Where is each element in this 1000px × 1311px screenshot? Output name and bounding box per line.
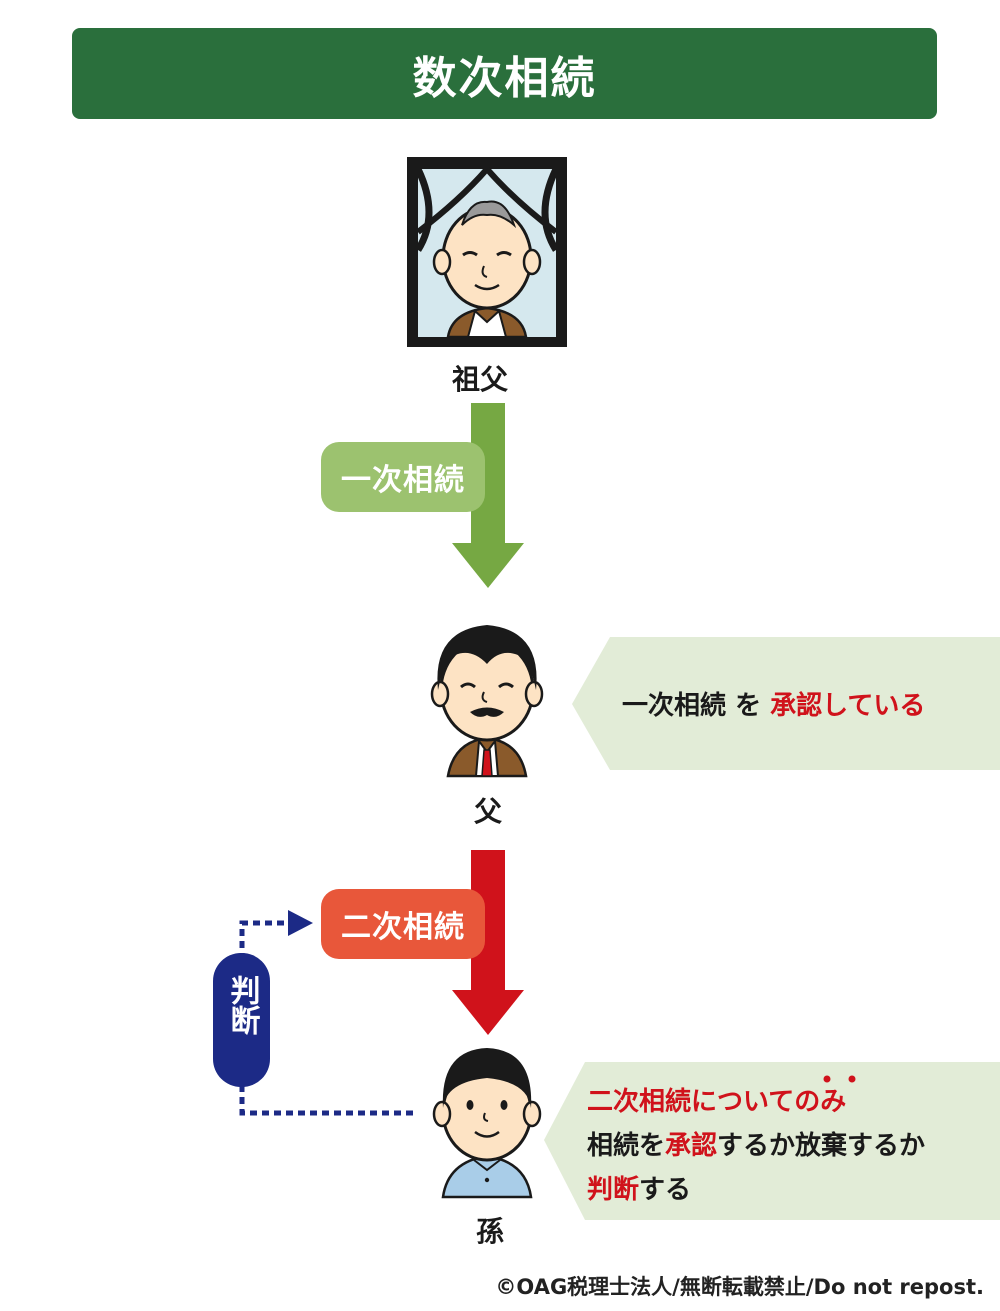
second-inheritance-arrow (452, 850, 524, 1035)
grandchild-callout-text: 二次相続についてのみ 相続を承認するか放棄するか 判断する (587, 1080, 925, 1212)
father-label: 父 (473, 795, 502, 828)
first-inheritance-arrow (452, 403, 524, 588)
title-bar: 数次相続 (72, 28, 937, 119)
copyright-notice: ©OAG税理士法人/無断転載禁止/Do not repost. (495, 1275, 984, 1299)
second-inheritance-pill: 二次相続 (321, 889, 485, 959)
grandfather-label: 祖父 (451, 363, 508, 396)
callout-line-3-b: する (639, 1175, 692, 1205)
emphasis-dot (848, 1075, 856, 1083)
callout-approved: 承認している (770, 691, 926, 721)
judgement-badge: 判断 (213, 975, 270, 1035)
callout-line-2-a: 相続を (587, 1131, 666, 1161)
second-inheritance-label: 二次相続 (341, 910, 465, 945)
father-callout-shape (572, 637, 1000, 770)
callout-line-2: 相続を承認するか放棄するか (587, 1124, 925, 1168)
grandchild-callout-shape (544, 1062, 1000, 1220)
father-callout-text: 一次相続 を 承認している (622, 684, 925, 728)
callout-line-3-a: 判断 (587, 1175, 640, 1205)
grandchild-figure (432, 1048, 542, 1199)
grandchild-label: 孫 (475, 1215, 504, 1248)
callout-line-1: 二次相続についてのみ (587, 1087, 847, 1117)
callout-line-2-c: するか放棄するか (717, 1131, 926, 1161)
callout-line-2-b: 承認 (665, 1131, 718, 1161)
page-title: 数次相続 (412, 52, 597, 104)
callout-first-inheritance: 一次相続 (622, 691, 727, 721)
callout-line-3: 判断する (587, 1168, 925, 1212)
judgement-label: 判断 (224, 975, 260, 1035)
judgement-path (213, 910, 413, 1116)
emphasis-dot (823, 1075, 831, 1083)
father-figure (430, 625, 544, 778)
grandfather-portrait (407, 157, 567, 347)
first-inheritance-label: 一次相続 (341, 463, 465, 498)
callout-particle: を (735, 691, 762, 721)
first-inheritance-pill: 一次相続 (321, 442, 485, 512)
